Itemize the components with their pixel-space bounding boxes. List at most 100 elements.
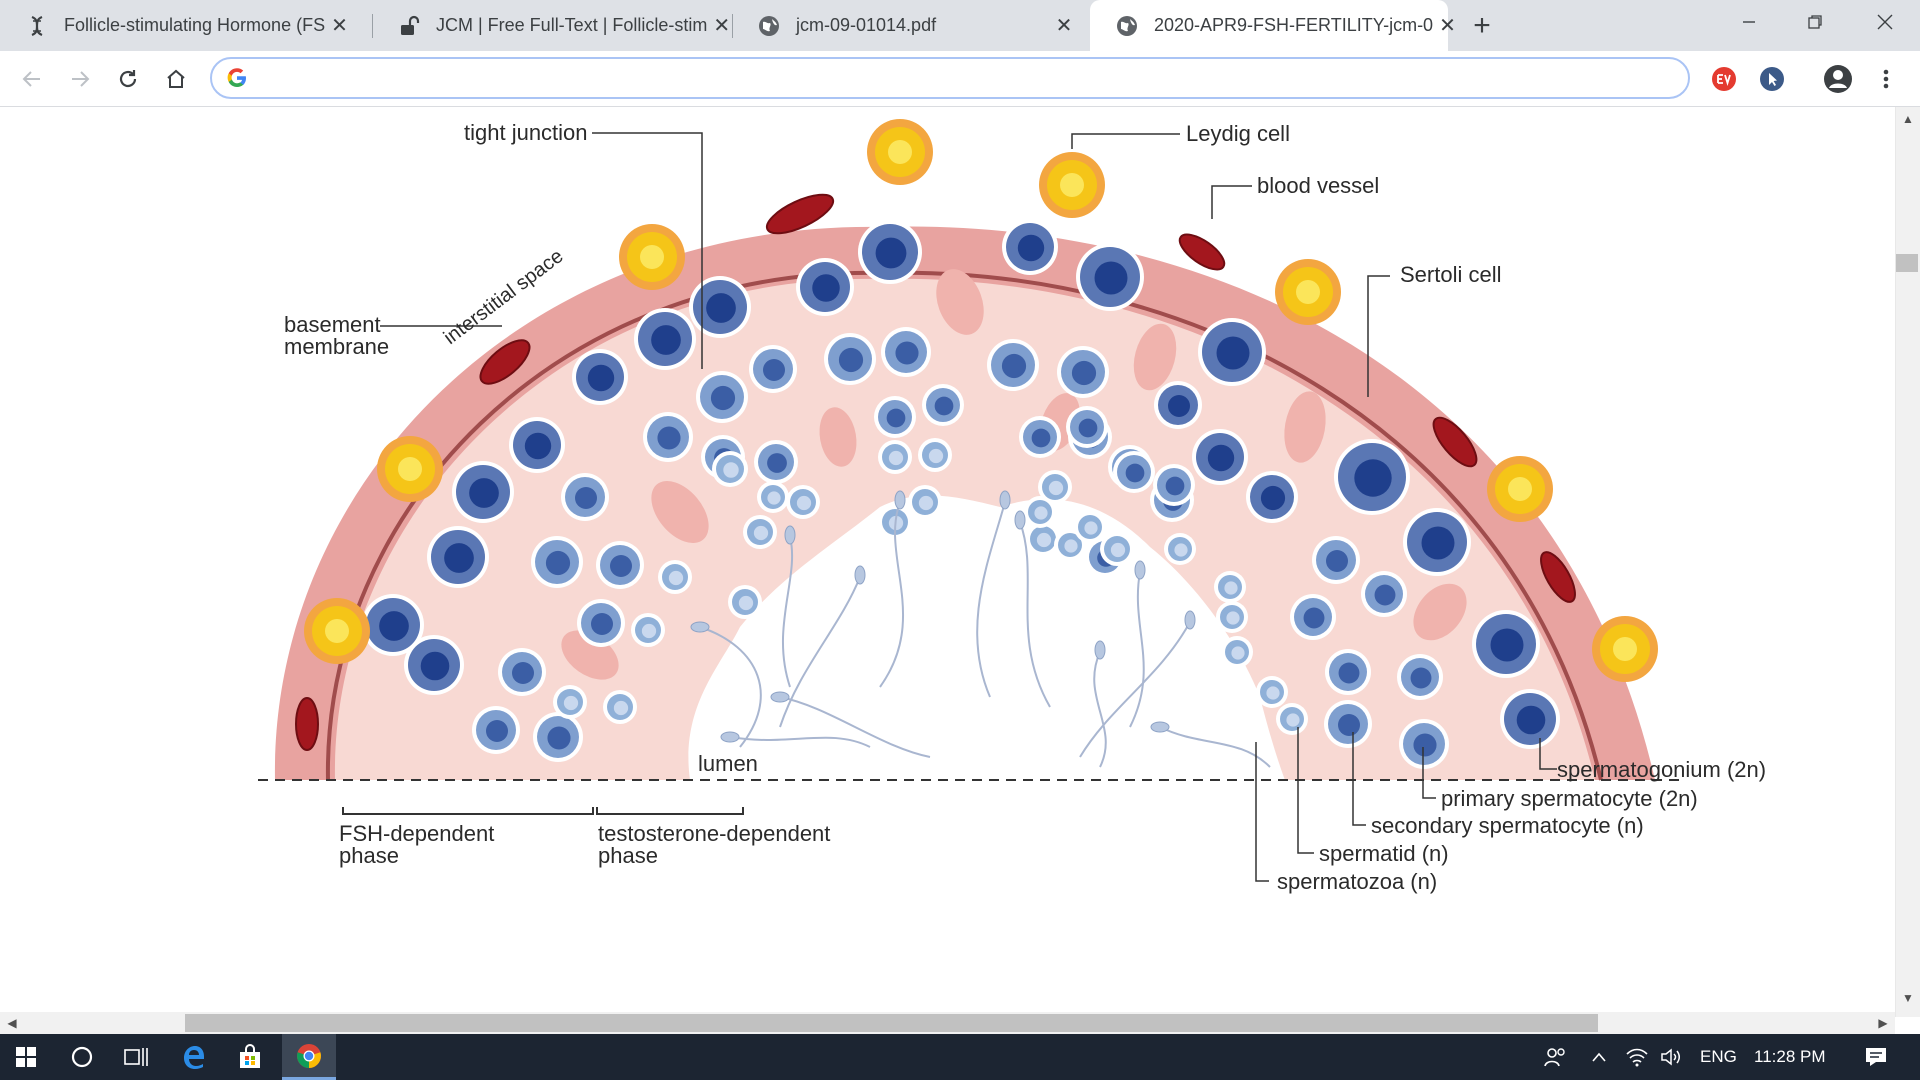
globe-favicon-icon (758, 15, 780, 37)
leydig-cell-nucleus (398, 457, 422, 481)
germ-cell-nucleus (1110, 542, 1126, 558)
browser-toolbar (0, 51, 1920, 107)
chrome-taskbar-icon[interactable] (282, 1034, 336, 1080)
label-basement: basement (284, 312, 381, 337)
germ-cell-nucleus (1231, 646, 1245, 660)
spermatozoa-heads (690, 490, 1196, 743)
label-spermatid: spermatid (n) (1319, 841, 1449, 866)
germ-cell-nucleus (1421, 526, 1455, 560)
germ-cell-nucleus (886, 408, 906, 428)
volume-icon[interactable] (1656, 1034, 1686, 1080)
label-lumen: lumen (698, 751, 758, 776)
leydig-cell-nucleus (1060, 173, 1084, 197)
search-circle-icon[interactable] (58, 1034, 106, 1080)
label-membrane: membrane (284, 334, 389, 359)
back-arrow-icon[interactable] (16, 63, 48, 95)
google-g-icon (226, 67, 248, 89)
germ-cell-nucleus (610, 555, 632, 577)
germ-cell-nucleus (587, 364, 615, 392)
germ-cell-nucleus (796, 495, 812, 511)
label-sertoli-cell: Sertoli cell (1400, 262, 1501, 287)
germ-cell-nucleus (379, 611, 409, 641)
clock-time[interactable]: 11:28 PM (1754, 1047, 1826, 1066)
label-secondary-spermatocyte: secondary spermatocyte (n) (1371, 813, 1644, 838)
page-content: tight junction Leydig cell blood vessel … (0, 107, 1895, 1017)
leydig-cell-nucleus (325, 619, 349, 643)
leader-lines (380, 132, 1557, 882)
vertical-scrollbar[interactable] (1895, 107, 1920, 1017)
tab-title: 2020-APR9-FSH-FERTILITY-jcm-0 (1154, 15, 1434, 35)
tab-pdf[interactable]: jcm-09-01014.pdf ✕ (732, 0, 1090, 51)
scroll-up-arrow-icon[interactable]: ▲ (1902, 112, 1914, 126)
tab-separator (372, 14, 373, 38)
task-view-icon[interactable] (112, 1034, 160, 1080)
close-tab-icon[interactable]: ✕ (1055, 15, 1073, 37)
germ-cell-nucleus (1516, 705, 1546, 735)
windows-start-icon[interactable] (0, 1034, 52, 1080)
close-tab-icon[interactable]: ✕ (331, 15, 348, 37)
scroll-left-arrow-icon[interactable]: ◀ (7, 1016, 17, 1030)
scroll-down-arrow-icon[interactable]: ▼ (1902, 991, 1914, 1005)
germ-cell-nucleus (641, 623, 657, 639)
forward-arrow-icon[interactable] (64, 63, 96, 95)
input-language[interactable]: ENG (1700, 1047, 1737, 1066)
germ-cell-nucleus (1168, 395, 1190, 417)
notification-center-icon[interactable] (1852, 1034, 1900, 1080)
close-window-icon[interactable] (1852, 0, 1918, 44)
germ-cell-nucleus (524, 432, 552, 460)
germ-cell-nucleus (651, 325, 681, 355)
germ-cells (362, 219, 1560, 769)
germ-cell-nucleus (753, 525, 769, 541)
new-tab-button[interactable]: + (1473, 9, 1491, 42)
germ-cell-nucleus (657, 426, 681, 450)
germ-cell-nucleus (1286, 713, 1300, 727)
germ-cell-nucleus (547, 726, 571, 750)
label-primary-spermatocyte: primary spermatocyte (2n) (1441, 786, 1698, 811)
reload-icon[interactable] (112, 63, 144, 95)
minimize-window-icon[interactable] (1716, 0, 1782, 44)
menu-kebab-icon[interactable] (1870, 63, 1902, 95)
vertical-scroll-thumb[interactable] (1896, 254, 1918, 272)
tab-fsh-wiki[interactable]: Follicle-stimulating Hormone (FS ✕ (0, 0, 362, 51)
germ-cell-nucleus (1017, 234, 1045, 262)
germ-cell-nucleus (1048, 480, 1064, 496)
horizontal-scroll-thumb[interactable] (185, 1014, 1598, 1032)
germ-cell-nucleus (1084, 521, 1098, 535)
label-blood-vessel: blood vessel (1257, 173, 1379, 198)
cursor-extension-icon[interactable] (1756, 63, 1788, 95)
germ-cell-nucleus (613, 700, 629, 716)
unlock-favicon-icon (398, 15, 420, 37)
germ-cell-nucleus (918, 495, 934, 511)
restore-window-icon[interactable] (1782, 0, 1848, 44)
wifi-icon[interactable] (1622, 1034, 1652, 1080)
home-icon[interactable] (160, 63, 192, 95)
edge-browser-icon[interactable] (170, 1034, 218, 1080)
close-tab-icon[interactable]: ✕ (713, 15, 731, 37)
profile-avatar-icon[interactable] (1822, 63, 1854, 95)
scroll-right-arrow-icon[interactable]: ▶ (1878, 1016, 1888, 1030)
ev-extension-icon[interactable] (1708, 63, 1740, 95)
tab-jcm-fulltext[interactable]: JCM | Free Full-Text | Follicle-stim ✕ (372, 0, 730, 51)
address-bar[interactable] (210, 57, 1690, 99)
germ-cell-nucleus (545, 550, 571, 576)
phase-brackets (342, 807, 744, 815)
germ-cell-nucleus (1036, 532, 1052, 548)
chevron-up-icon[interactable] (1586, 1034, 1612, 1080)
people-icon[interactable] (1538, 1034, 1572, 1080)
leydig-cell-nucleus (888, 140, 912, 164)
close-tab-icon[interactable]: ✕ (1439, 15, 1456, 37)
germ-cell-nucleus (1303, 607, 1325, 629)
tab-fsh-fertility-active[interactable]: 2020-APR9-FSH-FERTILITY-jcm-0 ✕ (1090, 0, 1456, 51)
germ-cell-nucleus (1064, 539, 1078, 553)
label-spermatogonium: spermatogonium (2n) (1557, 757, 1766, 782)
germ-cell-nucleus (469, 478, 499, 508)
germ-cell-nucleus (486, 720, 508, 742)
germ-cell-nucleus (1216, 336, 1250, 370)
germ-cell-nucleus (1490, 628, 1524, 662)
germ-cell-nucleus (1266, 686, 1280, 700)
store-bag-icon[interactable] (226, 1034, 274, 1080)
label-testosterone-phase-2: phase (598, 843, 658, 868)
germ-cell-nucleus (723, 462, 739, 478)
address-input[interactable] (260, 65, 1660, 91)
germ-cell-nucleus (563, 695, 579, 711)
